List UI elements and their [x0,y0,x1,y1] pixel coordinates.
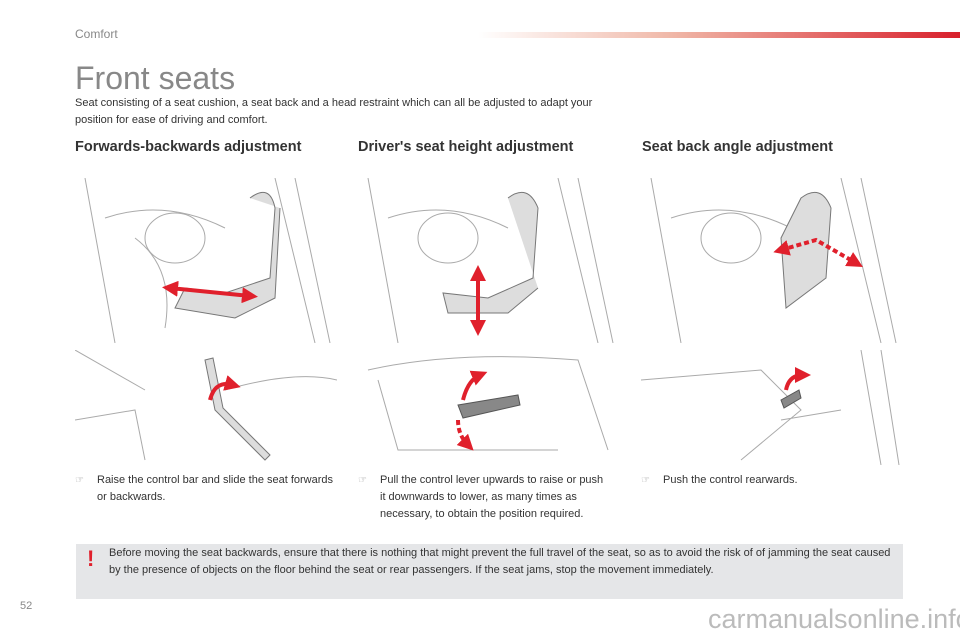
heading-seat-back-angle: Seat back angle adjustment [642,139,833,155]
intro-text: Seat consisting of a seat cushion, a sea… [75,97,593,126]
height-lever-illustration [358,350,620,465]
page-number: 52 [20,600,33,612]
instruction-seat-back: ☞ Push the control rearwards. [641,472,903,489]
pointing-hand-icon: ☞ [75,475,84,486]
header-gradient-bar [478,32,960,38]
instruction-seat-height: ☞ Pull the control lever upwards to raise… [358,472,610,523]
instruction-forwards-backwards: ☞ Raise the control bar and slide the sea… [75,472,337,506]
instruction-text: Pull the control lever upwards to raise … [380,474,604,520]
instruction-text: Raise the control bar and slide the seat… [97,474,334,503]
section-label: Comfort [75,27,118,41]
watermark: carmanualsonline.info [708,604,960,634]
back-control-illustration [641,350,903,465]
page-title: Front seats [75,60,236,96]
pointing-hand-icon: ☞ [358,475,367,486]
seat-height-illustration [358,178,620,343]
seat-back-illustration [641,178,903,343]
heading-forwards-backwards: Forwards-backwards adjustment [75,139,302,155]
instruction-text: Push the control rearwards. [663,474,798,486]
exclamation-icon: ! [87,546,95,571]
pointing-hand-icon: ☞ [641,475,650,486]
warning-text: Before moving the seat backwards, ensure… [109,547,891,576]
heading-seat-height: Driver's seat height adjustment [358,139,574,155]
seat-slide-illustration [75,178,337,343]
control-bar-illustration [75,350,337,465]
warning-box [76,544,903,599]
